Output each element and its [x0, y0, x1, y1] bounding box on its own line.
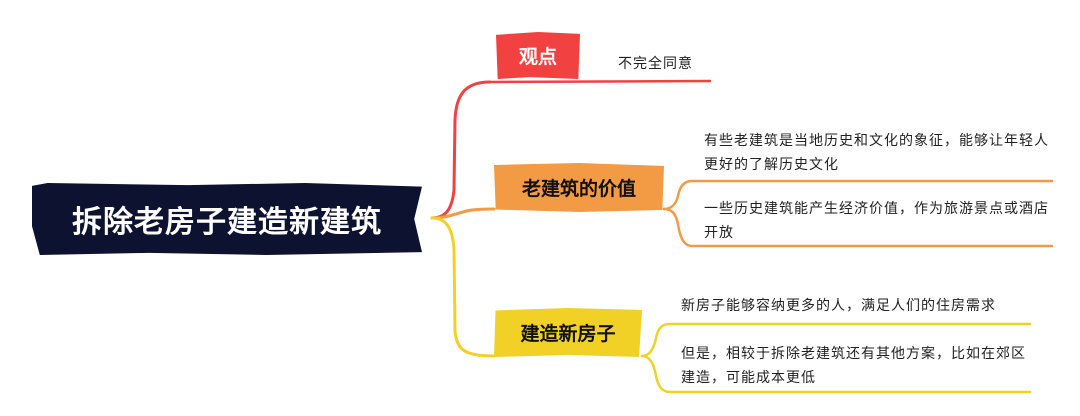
leaf-opinion[interactable]: 不完全同意: [618, 56, 693, 72]
connector-yellow-trunk: [430, 216, 496, 358]
connector-yellow-split: [640, 322, 1032, 358]
topic-old-building-value[interactable]: 老建筑的价值: [494, 163, 664, 212]
central-topic[interactable]: 拆除老房子建造新建筑: [32, 183, 422, 255]
leaf-economic-value[interactable]: 一些历史建筑能产生经济价值，作为旅游景点或酒店开放: [704, 201, 1049, 241]
connector-red-underline: [488, 79, 712, 84]
topic-build-new-house[interactable]: 建造新房子: [494, 308, 642, 357]
leaf-alternative-plan[interactable]: 但是，相较于拆除老建筑还有其他方案，比如在郊区建造，可能成本更低: [681, 346, 1026, 386]
connector-yellow-split-2: [640, 354, 1032, 394]
connector-orange-split: [662, 179, 1054, 211]
leaf-history-culture[interactable]: 有些老建筑是当地历史和文化的象征，能够让年轻人更好的了解历史文化: [704, 133, 1049, 173]
leaf-housing-demand[interactable]: 新房子能够容纳更多的人，满足人们的住房需求: [681, 298, 996, 314]
connector-orange-split-2: [662, 207, 1054, 248]
connector-red-trunk: [430, 80, 492, 220]
topic-opinion[interactable]: 观点: [496, 32, 580, 79]
connector-orange-trunk: [430, 207, 496, 220]
